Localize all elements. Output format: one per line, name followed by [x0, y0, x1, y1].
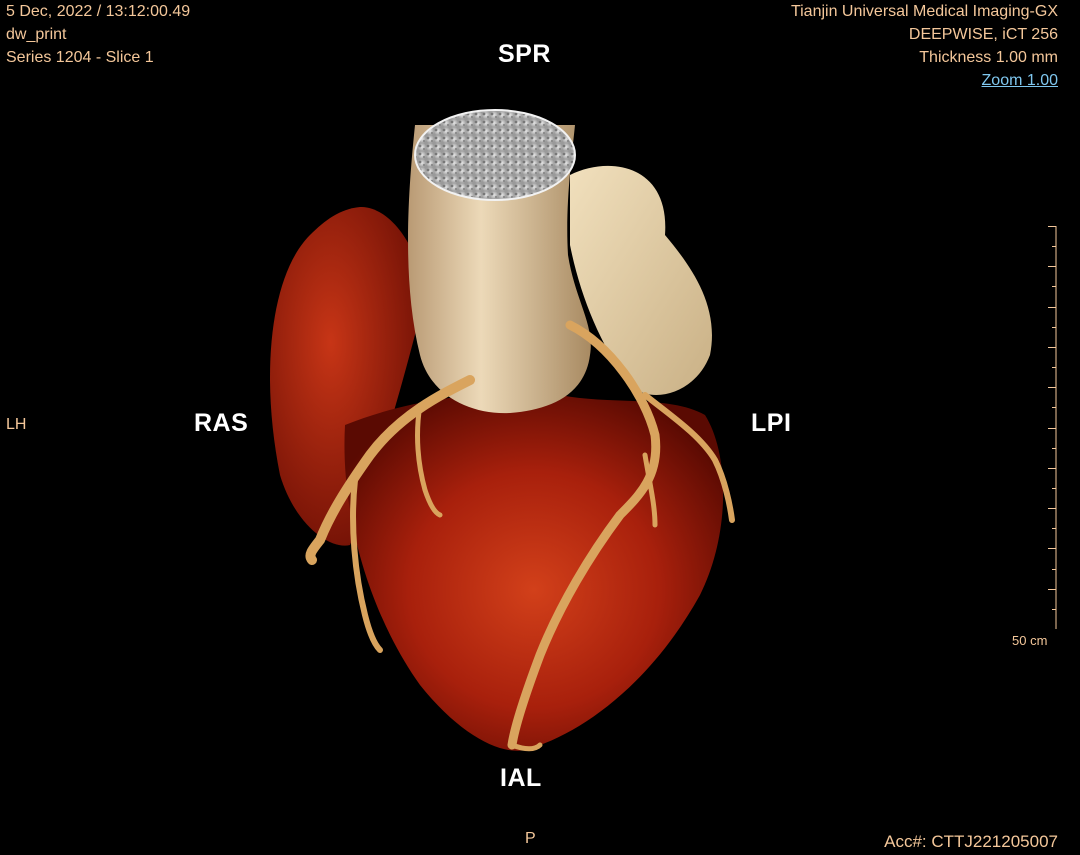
left-anterior-descending-artery: [507, 320, 661, 750]
scale-label: 50 cm: [1012, 633, 1048, 648]
bottom-position-label: P: [525, 830, 536, 847]
accession-number: Acc#: CTTJ221205007: [884, 832, 1058, 851]
series-slice: Series 1204 - Slice 1: [6, 49, 154, 66]
diagonal-branch: [642, 452, 658, 528]
ventricle-mass: [344, 393, 724, 751]
lad-apex-branch: [509, 742, 543, 752]
orientation-bottom-label: IAL: [500, 764, 542, 792]
heart-volume-rendering[interactable]: [250, 95, 750, 775]
scale-ruler: [1048, 226, 1057, 629]
right-coronary-artery: [305, 375, 475, 565]
orientation-left-label: RAS: [194, 409, 249, 437]
orientation-right-label: LPI: [751, 409, 792, 437]
aorta: [408, 125, 591, 414]
device-name: DEEPWISE, iCT 256: [908, 26, 1058, 43]
rca-branch: [350, 477, 383, 653]
right-heart-lobe: [270, 206, 422, 546]
study-info-top-right: Tianjin Universal Medical Imaging-GX DEE…: [791, 0, 1058, 92]
zoom-link[interactable]: Zoom 1.00: [981, 72, 1058, 89]
study-datetime: 5 Dec, 2022 / 13:12:00.49: [6, 3, 191, 20]
user-name: dw_print: [6, 26, 67, 43]
side-label-left: LH: [6, 416, 27, 433]
slice-thickness: Thickness 1.00 mm: [919, 49, 1058, 66]
aorta-cross-section: [414, 109, 576, 201]
orientation-top-label: SPR: [498, 40, 551, 68]
study-info-top-left: 5 Dec, 2022 / 13:12:00.49 dw_print Serie…: [6, 0, 190, 69]
left-atrium: [570, 165, 712, 395]
rca-small-branch: [415, 402, 443, 518]
circumflex-artery: [642, 392, 735, 523]
institution-name: Tianjin Universal Medical Imaging-GX: [790, 3, 1058, 20]
